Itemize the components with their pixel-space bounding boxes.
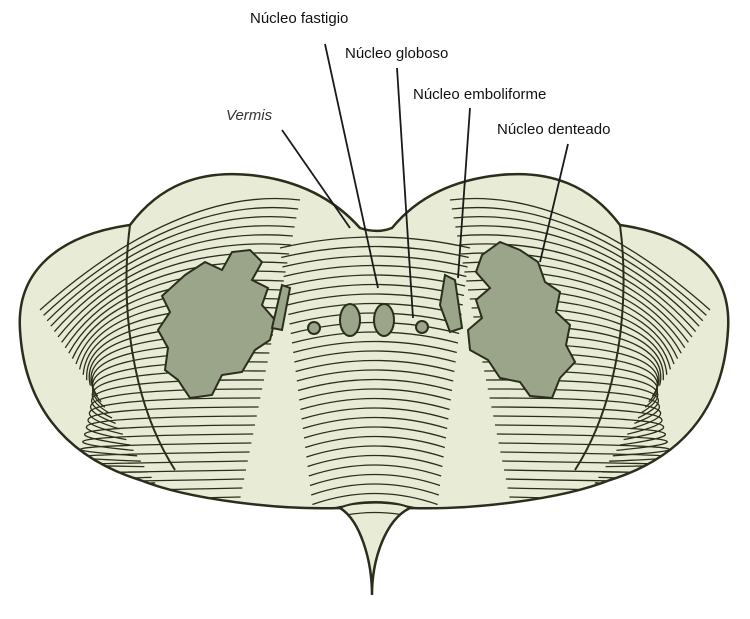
vermis-folium [291, 331, 459, 344]
label-nucleo-fastigio: Núcleo fastigio [250, 10, 348, 27]
bottom-notch [339, 501, 411, 509]
vermis-folium [294, 350, 456, 363]
right-hemisphere-folium [489, 397, 662, 430]
left-hemisphere-folium [43, 206, 299, 316]
vermis-folium [308, 464, 442, 477]
left-hemisphere-folium [39, 197, 301, 311]
right-lobe-boundary [574, 224, 625, 471]
vermis-folium [283, 264, 467, 278]
leader-denteado [539, 143, 569, 263]
vermis-folium [303, 426, 447, 439]
vermis-folium [302, 416, 448, 430]
right-fastigial-nucleus [373, 303, 395, 337]
left-hemisphere-folium [53, 234, 293, 333]
vermis-folium [306, 445, 444, 458]
right-hemisphere-folium [453, 216, 704, 322]
left-hemisphere-folium [88, 397, 261, 430]
vermis-folium [301, 407, 449, 420]
right-globose-nucleus [415, 320, 429, 334]
left-hemisphere-folium [85, 415, 257, 441]
left-dentate-nucleus [156, 248, 277, 400]
right-hemisphere-folium [451, 206, 707, 316]
right-hemisphere-folium [449, 197, 711, 311]
right-hemisphere-folium [455, 225, 700, 327]
vermis-folium [300, 397, 450, 411]
label-nucleo-denteado: Núcleo denteado [497, 121, 610, 138]
left-hemisphere-folium [87, 406, 259, 435]
vermis-folium [296, 369, 454, 382]
vermis-folium [282, 255, 468, 268]
right-hemisphere-folium [498, 442, 670, 457]
leader-vermis [281, 129, 351, 229]
folia-lines [39, 197, 711, 525]
vermis-folium [279, 236, 471, 249]
vermis-folium [307, 454, 443, 468]
left-lobe-boundary [125, 224, 176, 471]
right-hemisphere-folium [493, 415, 665, 441]
label-nucleo-globoso: Núcleo globoso [345, 45, 448, 62]
left-globose-nucleus [307, 321, 321, 335]
vermis-folium [281, 245, 469, 259]
left-hemisphere-folium [57, 243, 292, 338]
left-fastigial-nucleus [339, 303, 361, 337]
right-emboliform-nucleus [438, 273, 464, 334]
left-hemisphere-folium [50, 225, 295, 327]
vermis-folium [295, 359, 455, 373]
label-vermis: Vermis [226, 107, 273, 124]
vermis-folium [309, 473, 441, 487]
leader-fastigio [324, 43, 379, 289]
leader-emboliforme [457, 107, 471, 279]
vermis-folium [305, 435, 445, 449]
leader-globoso [396, 67, 414, 319]
vermis-folium [310, 483, 440, 496]
vermis-folium [299, 388, 451, 401]
vermis-folium [293, 340, 457, 354]
vermis-folium [297, 378, 453, 392]
left-hemisphere-folium [80, 442, 252, 457]
label-nucleo-emboliforme: Núcleo emboliforme [413, 86, 546, 103]
right-hemisphere-folium [494, 424, 667, 446]
vermis-folium [312, 492, 438, 506]
right-hemisphere-folium [491, 406, 663, 435]
right-hemisphere-folium [457, 234, 697, 333]
left-hemisphere-folium [46, 216, 297, 322]
left-hemisphere-folium [83, 424, 256, 446]
right-dentate-nucleus [466, 240, 577, 400]
left-emboliform-nucleus [270, 283, 292, 332]
